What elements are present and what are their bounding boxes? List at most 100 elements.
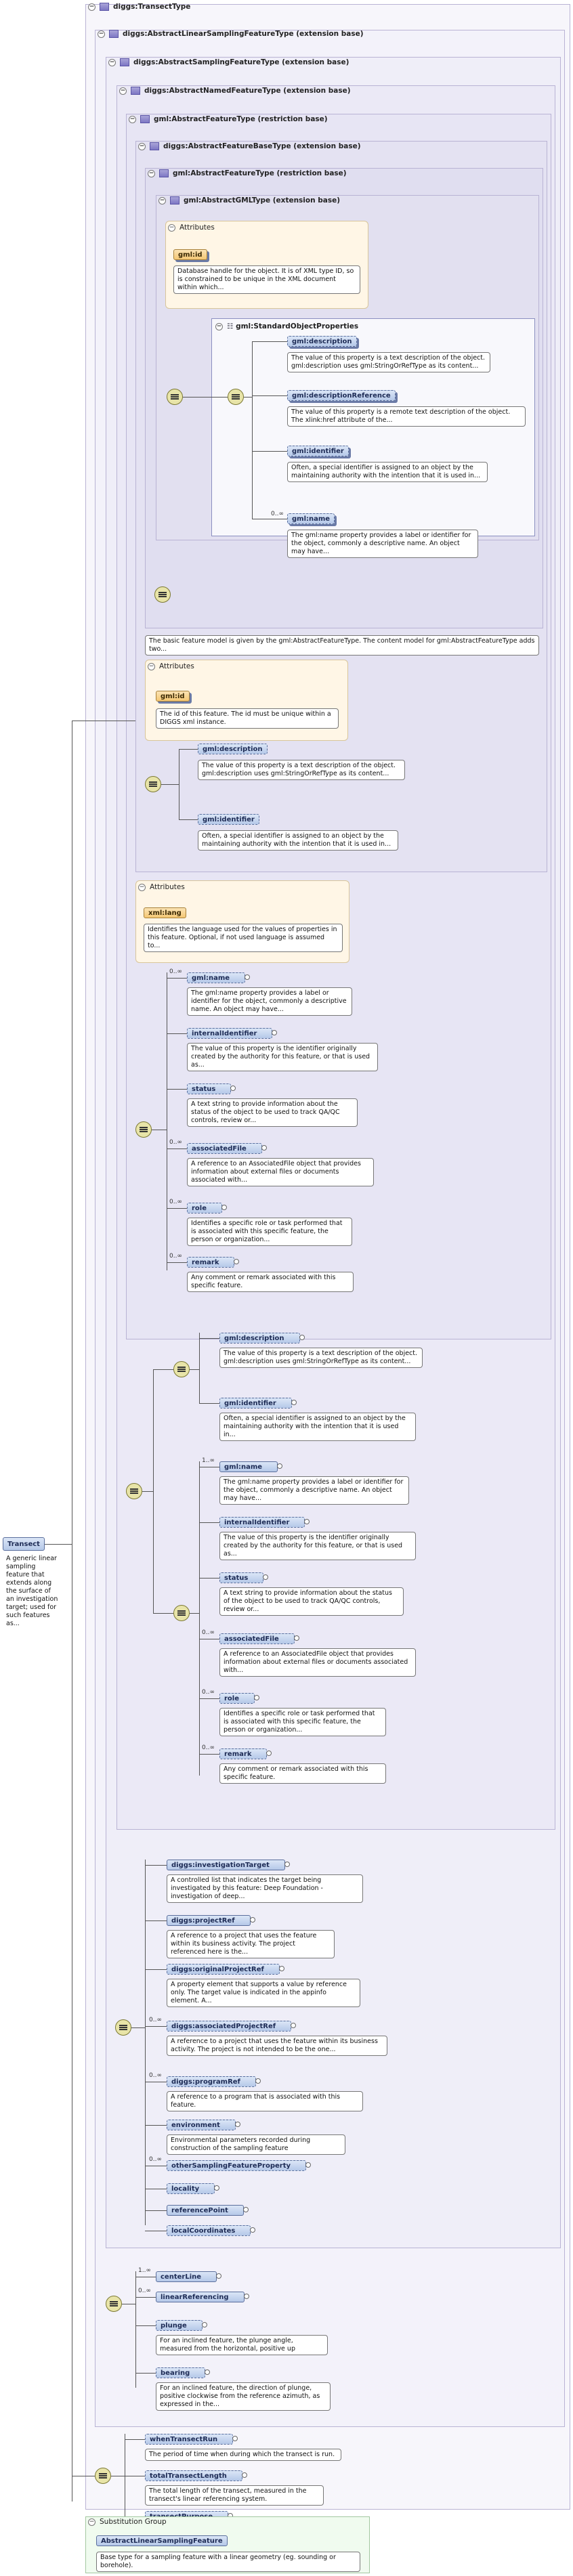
expand-icon[interactable] — [266, 1751, 272, 1756]
expand-icon[interactable] — [234, 2122, 240, 2127]
expand-icon[interactable] — [284, 1862, 290, 1867]
status-element[interactable]: status — [187, 1083, 236, 1094]
whentransectrun-element[interactable]: whenTransectRun — [145, 2434, 238, 2445]
expand-icon[interactable] — [299, 1335, 305, 1340]
diggs-originalprojectref-element[interactable]: diggs:originalProjectRef — [167, 1964, 284, 1975]
collapse-icon[interactable]: − — [138, 883, 146, 891]
panel-header-abstract-linear-sampling[interactable]: −diggs:AbstractLinearSamplingFeatureType… — [98, 30, 364, 38]
sequence-icon[interactable] — [173, 1605, 190, 1621]
feature-base-gml-id-attribute[interactable]: gml:id — [156, 691, 190, 702]
panel-header-abstract-feature-base[interactable]: −diggs:AbstractFeatureBaseType (extensio… — [138, 142, 361, 150]
expand-icon[interactable] — [291, 1400, 297, 1405]
expand-icon[interactable] — [234, 1259, 240, 1264]
sequence-icon[interactable] — [154, 586, 171, 603]
gml-identifier-element[interactable]: gml:identifier — [287, 446, 349, 456]
collapse-icon[interactable]: − — [215, 322, 223, 330]
expand-icon[interactable] — [201, 2322, 207, 2327]
status-element[interactable]: status — [219, 1572, 269, 1583]
plunge-element[interactable]: plunge — [156, 2320, 207, 2331]
standard-object-properties-header[interactable]: −☷ gml:StandardObjectProperties — [215, 322, 359, 330]
expand-icon[interactable] — [245, 974, 251, 980]
collapse-icon[interactable]: − — [158, 196, 166, 205]
expand-icon[interactable] — [243, 2294, 249, 2299]
panel-header-gml-abstract-feature-restriction[interactable]: −gml:AbstractFeatureType (restriction ba… — [129, 115, 328, 123]
diggs-investigationtarget-element[interactable]: diggs:investigationTarget — [167, 1860, 290, 1870]
feature-base-attributes-title[interactable]: −Attributes — [148, 662, 194, 670]
panel-header-transect-type[interactable]: −diggs:TransectType — [88, 3, 191, 11]
bearing-element[interactable]: bearing — [156, 2367, 211, 2378]
sequence-icon[interactable] — [126, 1483, 142, 1499]
centerline-element[interactable]: centerLine — [156, 2271, 222, 2282]
gml-name-element[interactable]: gml:name — [219, 1461, 283, 1472]
expand-icon[interactable] — [250, 2227, 256, 2233]
expand-icon[interactable] — [214, 2185, 220, 2191]
linearreferencing-element[interactable]: linearReferencing — [156, 2292, 249, 2302]
expand-icon[interactable] — [263, 1574, 269, 1580]
expand-icon[interactable] — [272, 1030, 278, 1035]
panel-header-gml-abstract-feature[interactable]: −gml:AbstractFeatureType (restriction ba… — [148, 169, 347, 177]
associatedfile-element[interactable]: associatedFile — [219, 1633, 299, 1644]
expand-icon[interactable] — [254, 1695, 260, 1700]
locality-element[interactable]: locality — [167, 2183, 220, 2194]
collapse-icon[interactable]: − — [138, 142, 146, 150]
role-element[interactable]: role — [187, 1203, 228, 1214]
abstract-linear-sampling-feature-element[interactable]: AbstractLinearSamplingFeature — [96, 2535, 228, 2546]
expand-icon[interactable] — [216, 2273, 222, 2279]
expand-icon[interactable] — [242, 2207, 249, 2212]
collapse-icon[interactable]: − — [129, 115, 136, 123]
gml-id-attribute[interactable]: gml:id — [173, 249, 207, 260]
expand-icon[interactable] — [221, 1205, 228, 1210]
expand-icon[interactable] — [304, 1519, 310, 1524]
sequence-icon[interactable] — [167, 389, 183, 405]
diggs-projectref-element[interactable]: diggs:projectRef — [167, 1915, 255, 1926]
associatedfile-element[interactable]: associatedFile — [187, 1143, 267, 1154]
feature-base-gml-identifier-element[interactable]: gml:identifier — [198, 814, 259, 825]
remark-element[interactable]: remark — [219, 1748, 272, 1759]
expand-icon[interactable] — [241, 2472, 247, 2478]
sequence-icon[interactable] — [228, 389, 244, 405]
collapse-icon[interactable]: − — [119, 87, 127, 95]
xml-lang-attribute[interactable]: xml:lang — [144, 907, 186, 918]
expand-icon[interactable] — [278, 1966, 284, 1971]
gml-attributes-title[interactable]: −Attributes — [168, 223, 215, 232]
panel-header-gml-abstract-gml[interactable]: −gml:AbstractGMLType (extension base) — [158, 196, 341, 205]
sequence-icon[interactable] — [145, 776, 161, 792]
internalidentifier-element[interactable]: internalIdentifier — [219, 1517, 310, 1528]
internalidentifier-element[interactable]: internalIdentifier — [187, 1028, 278, 1039]
expand-icon[interactable] — [261, 1145, 267, 1151]
sequence-icon[interactable] — [106, 2296, 122, 2312]
collapse-icon[interactable]: − — [148, 662, 155, 670]
gml-identifier-element[interactable]: gml:identifier — [219, 1398, 297, 1409]
panel-header-abstract-named[interactable]: −diggs:AbstractNamedFeatureType (extensi… — [119, 87, 351, 95]
collapse-icon[interactable]: − — [108, 58, 116, 66]
expand-icon[interactable] — [255, 2078, 261, 2084]
gml-name-element[interactable]: gml:name — [187, 972, 251, 983]
expand-icon[interactable] — [277, 1463, 283, 1469]
gml-description-reference-element[interactable]: gml:descriptionReference — [287, 390, 396, 401]
collapse-icon[interactable]: − — [148, 169, 155, 177]
expand-icon[interactable] — [305, 2162, 312, 2168]
referencepoint-element[interactable]: referencePoint — [167, 2205, 249, 2216]
gml-description-element[interactable]: gml:description — [219, 1333, 305, 1344]
feature-base-gml-description-element[interactable]: gml:description — [198, 744, 268, 754]
role-element[interactable]: role — [219, 1693, 260, 1704]
collapse-icon[interactable]: − — [98, 30, 105, 38]
gml-description-element[interactable]: gml:description — [287, 336, 357, 347]
sequence-icon[interactable] — [135, 1121, 152, 1138]
expand-icon[interactable] — [205, 2369, 211, 2375]
expand-icon[interactable] — [249, 1917, 255, 1923]
totaltransectlength-element[interactable]: totalTransectLength — [145, 2470, 247, 2481]
collapse-icon[interactable]: − — [168, 223, 175, 232]
sequence-icon[interactable] — [95, 2468, 111, 2484]
panel-header-abstract-sampling[interactable]: −diggs:AbstractSamplingFeatureType (exte… — [108, 58, 349, 66]
environment-element[interactable]: environment — [167, 2120, 240, 2130]
collapse-icon[interactable]: − — [88, 2518, 96, 2526]
othersamplingfeatureproperty-element[interactable]: otherSamplingFeatureProperty — [167, 2160, 312, 2171]
gml-name-element[interactable]: gml:name — [287, 513, 335, 524]
substitution-group-header[interactable]: −Substitution Group — [88, 2518, 167, 2526]
expand-icon[interactable] — [230, 1086, 236, 1091]
sequence-icon[interactable] — [115, 2019, 131, 2036]
expand-icon[interactable] — [291, 2023, 297, 2028]
choice-icon[interactable] — [173, 1361, 190, 1377]
diggs-programref-element[interactable]: diggs:programRef — [167, 2076, 261, 2087]
